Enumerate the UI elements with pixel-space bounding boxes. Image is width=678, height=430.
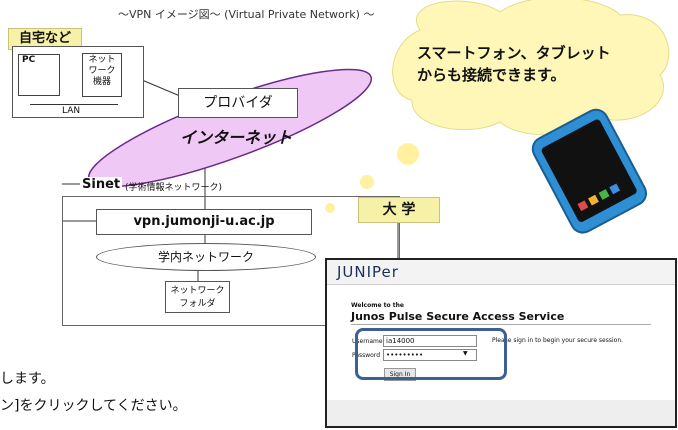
bubble-dot-medium (360, 175, 374, 189)
instruction-line-2: ン]をクリックしてください。 (0, 398, 187, 414)
bubble-dot-large (397, 143, 419, 165)
folder-line-2: フォルダ (179, 299, 216, 309)
speech-bubble (392, 0, 670, 136)
provider-box: プロバイダ (178, 88, 298, 118)
sinet-label: Sinet (80, 177, 123, 192)
service-title: Junos Pulse Secure Access Service (351, 310, 565, 323)
signin-hint: Please sign in to begin your secure sess… (492, 337, 624, 344)
pc-label: PC (22, 55, 36, 65)
lan-label: LAN (62, 106, 81, 116)
network-device-line-2: ワーク (88, 66, 116, 76)
pc-box (18, 54, 60, 96)
login-screenshot: JUNIPer Welcome to the Junos Pulse Secur… (325, 258, 677, 428)
bubble-line-1: スマートフォン、タブレット (417, 44, 611, 62)
password-input[interactable]: ••••••••• (383, 349, 477, 361)
network-device-box: ネット ワーク 機器 (82, 53, 122, 97)
internet-label: インターネット (180, 128, 293, 147)
network-device-line-3: 機器 (92, 77, 111, 87)
home-label: 自宅など (8, 28, 82, 50)
network-folder-box: ネットワーク フォルダ (165, 281, 230, 313)
password-label: Password (352, 352, 381, 359)
folder-line-1: ネットワーク (170, 286, 225, 296)
vpn-host-box: vpn.jumonji-u.ac.jp (96, 209, 312, 235)
juniper-logo: JUNIPer (337, 263, 399, 281)
diagram-title: 〜VPN イメージ図〜 (Virtual Private Network) 〜 (118, 8, 375, 21)
credentials-highlight (355, 328, 507, 380)
bubble-dot-small (325, 203, 335, 213)
bubble-line-2: からも接続できます。 (417, 66, 566, 84)
login-footer (327, 400, 675, 426)
sinet-sub-label: (学術情報ネットワーク) (125, 183, 223, 193)
network-device-line-1: ネット (88, 55, 116, 65)
bubble-text: スマートフォン、タブレット からも接続できます。 (417, 42, 611, 86)
university-label: 大 学 (358, 197, 440, 223)
header-divider (351, 324, 651, 325)
home-provider-line (141, 79, 181, 97)
campus-network-oval: 学内ネットワーク (96, 243, 316, 271)
welcome-text: Welcome to the (351, 302, 404, 309)
instruction-line-1: します。 (0, 371, 55, 387)
username-label: Username (352, 338, 383, 345)
lan-line (30, 104, 118, 105)
dropdown-arrow-icon: ▼ (463, 350, 468, 357)
login-header: JUNIPer (327, 260, 675, 285)
smartphone-icon (531, 108, 648, 234)
username-input[interactable]: ia14000 (383, 335, 477, 347)
